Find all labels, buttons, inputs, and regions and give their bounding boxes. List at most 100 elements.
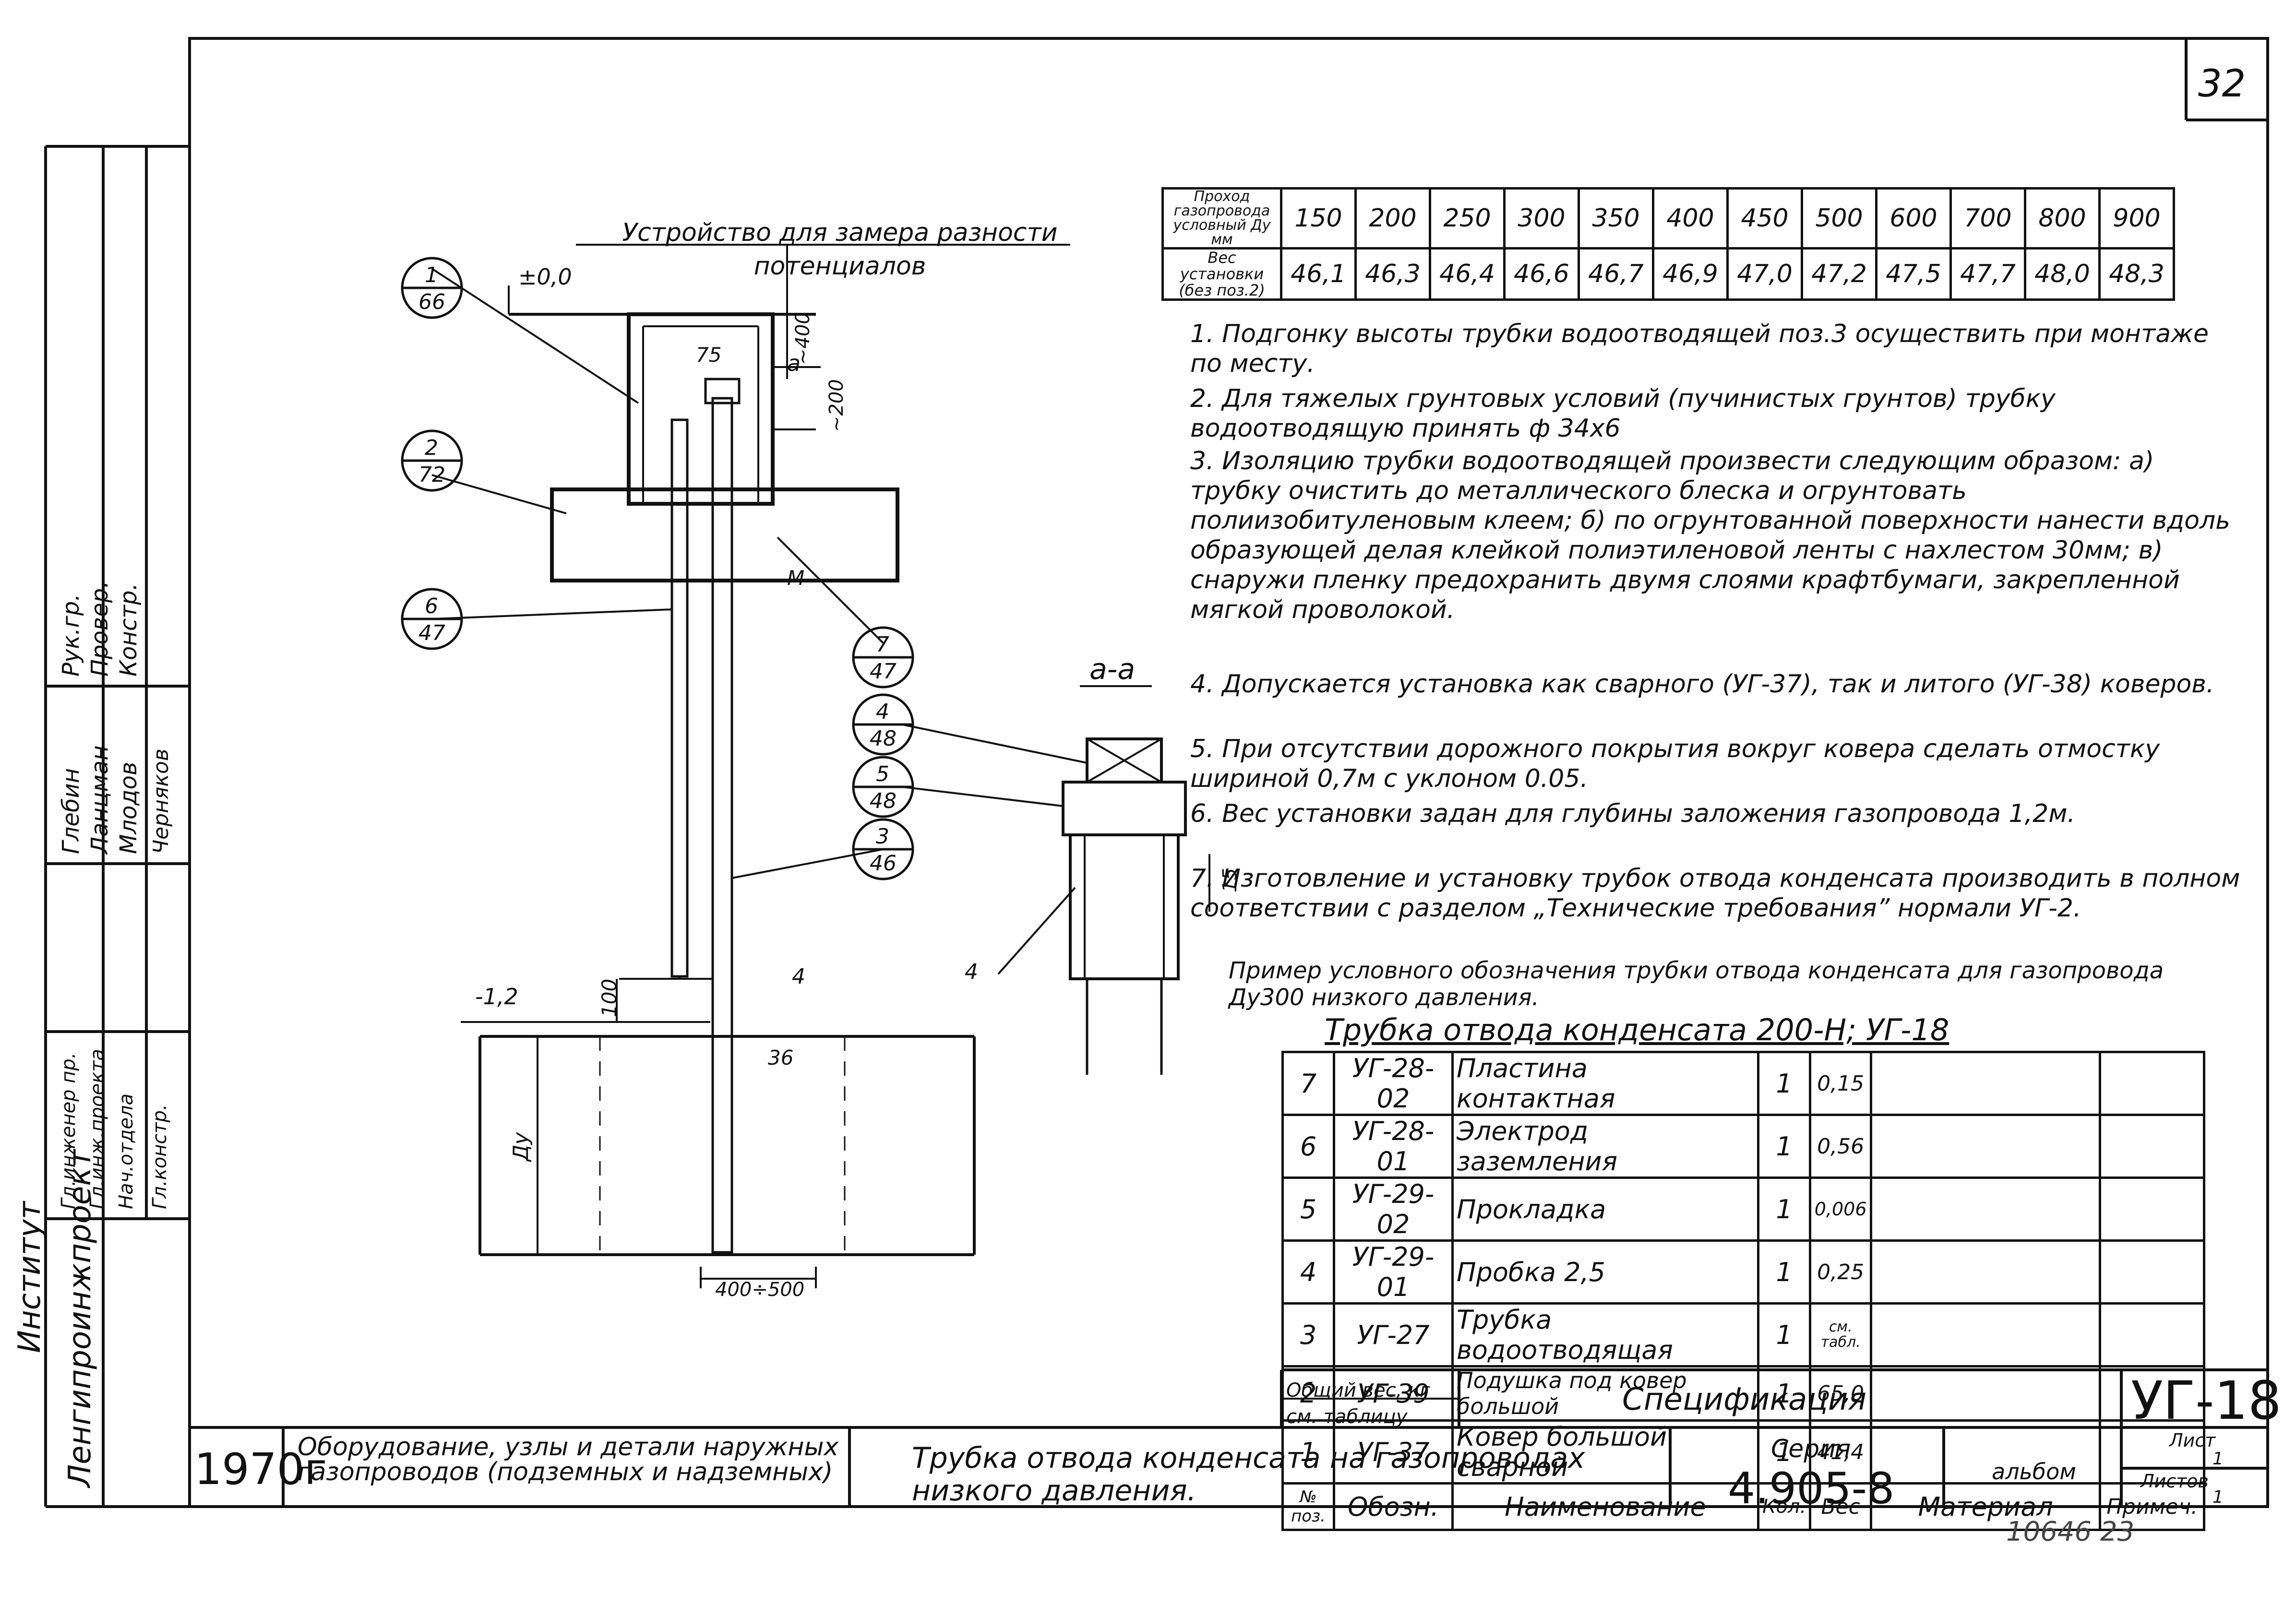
spec-row: 6 УГ-28-01 Электрод заземления 1 0,56: [1281, 1114, 2206, 1179]
diameter-weight-table: Проход газопровода условный Ду мм 150 20…: [1161, 187, 2175, 301]
spec-head-name: Наименование: [1451, 1482, 1759, 1531]
name-4: Черняков: [149, 749, 173, 854]
weight-cell: 46,9: [1652, 247, 1729, 301]
note-5: 5. При отсутствии дорожного покрытия вок…: [1190, 735, 2160, 793]
device-label: Устройство для замера разности потенциал…: [622, 218, 1058, 281]
weight-row-label: Вес установки (без поз.2): [1161, 247, 1282, 301]
spec-material: [1870, 1419, 2102, 1485]
spec-code: УГ-39: [1333, 1365, 1454, 1422]
spec-material: [1870, 1051, 2102, 1116]
spec-head-weight: Вес: [1809, 1482, 1873, 1531]
spec-name: Пробка 2,5: [1451, 1239, 1759, 1305]
note-1: 1. Подгонку высоты трубки водоотводящей …: [1190, 320, 2209, 378]
spec-name: Ковер большой сварной: [1451, 1419, 1759, 1485]
diameter-cell: 350: [1578, 187, 1654, 250]
spec-title: Спецификация: [1622, 1382, 1866, 1417]
spec-weight: 0,56: [1809, 1114, 1873, 1179]
spec-row: 5 УГ-29-02 Прокладка 1 0,006: [1281, 1176, 2206, 1242]
spec-row: 4 УГ-29-01 Пробка 2,5 1 0,25: [1281, 1239, 2206, 1305]
weight-cell: 46,3: [1354, 247, 1431, 301]
spec-head-pos: № поз.: [1281, 1482, 1335, 1531]
spec-pos: 1: [1281, 1419, 1335, 1485]
leader-2: [431, 474, 567, 514]
callout-5-bottom: 48: [870, 789, 897, 813]
spec-code: УГ-28-01: [1333, 1114, 1454, 1179]
section-body: [1062, 781, 1187, 836]
weight-row: Вес установки (без поз.2) 46,1 46,3 46,4…: [1161, 247, 2175, 301]
leader-7: [777, 536, 884, 644]
diameter-cell: 450: [1726, 187, 1803, 250]
sheets-label: Листов: [2141, 1471, 2209, 1492]
total-weight-label: Общий вес, кг: [1286, 1379, 1430, 1402]
spec-pos: 4: [1281, 1239, 1335, 1305]
sheet-label: Лист: [2169, 1430, 2216, 1451]
spec-note: [2099, 1302, 2206, 1367]
weight-cell: 48,0: [2024, 247, 2101, 301]
see-table-label: см. таблицу: [1286, 1406, 1408, 1428]
callout-2-top: 2: [425, 436, 438, 460]
dim-200: ~200: [825, 379, 848, 432]
diameter-cell: 500: [1801, 187, 1877, 250]
spec-material: [1870, 1176, 2102, 1242]
callout-2-bottom: 72: [419, 463, 445, 487]
spec-row: 1 УГ-37 Ковер большой сварной 1 41,4: [1281, 1419, 2206, 1485]
name-2: Ланцман: [86, 745, 113, 854]
leader-4: [902, 724, 1088, 764]
leader-3: [731, 848, 884, 879]
note-7: 7. Изготовление и установку трубок отвод…: [1190, 864, 2240, 923]
weight-cell: 46,4: [1429, 247, 1506, 301]
spec-pos: 6: [1281, 1114, 1335, 1179]
diameter-cell: 150: [1280, 187, 1357, 250]
spec-note: [2099, 1365, 2206, 1422]
role2-2: Провер.: [86, 581, 113, 677]
spec-qty: 1: [1757, 1176, 1812, 1242]
diameter-row: Проход газопровода условный Ду мм 150 20…: [1161, 187, 2175, 250]
spec-material: [1870, 1302, 2102, 1367]
spec-weight: 0,006: [1809, 1176, 1873, 1242]
diameter-cell: 200: [1354, 187, 1431, 250]
callout-1-top: 1: [425, 263, 438, 287]
spec-qty: 1: [1757, 1302, 1812, 1367]
callout-5-top: 5: [876, 762, 889, 786]
callout-4-bottom: 48: [870, 726, 897, 751]
spec-material: [1870, 1365, 2102, 1422]
sheet-title: Трубка отвода конденсата на газопроводах…: [912, 1441, 1585, 1508]
weight-cell: 47,5: [1875, 247, 1952, 301]
spec-header-row: № поз. Обозн. Наименование Кол. Вес Мате…: [1281, 1482, 2206, 1531]
institute-label: Институт: [12, 1201, 48, 1353]
example-designation: Трубка отвода конденсата 200-Н; УГ-18: [1325, 1012, 1949, 1047]
spec-code: УГ-29-01: [1333, 1239, 1454, 1305]
weld-4-section: 4: [965, 960, 978, 984]
weight-cell: 47,7: [1949, 247, 2026, 301]
specification-table: 7 УГ-28-02 Пластина контактная 1 0,15 6 …: [1281, 1051, 2206, 1531]
drain-pipe: [711, 397, 733, 1254]
weight-cell: 48,3: [2098, 247, 2175, 301]
role2-1: Рук.гр.: [58, 594, 84, 677]
sheet-frame: [188, 37, 2269, 1508]
diameter-cell: 600: [1875, 187, 1952, 250]
callout-circles: [401, 257, 914, 880]
spec-name: Прокладка: [1451, 1176, 1759, 1242]
sheet-number: 32: [2198, 62, 2246, 106]
spec-weight: 65,0: [1809, 1365, 1873, 1422]
leader-weld: [997, 887, 1076, 975]
spec-note: [2099, 1419, 2206, 1485]
note-2: 2. Для тяжелых грунтовых условий (пучини…: [1190, 384, 2056, 443]
collection-title: Оборудование, узлы и детали наружных газ…: [298, 1433, 839, 1486]
spec-weight: 41,4: [1809, 1419, 1873, 1485]
role-2: Гл.инж.проекта: [86, 1048, 108, 1209]
section-label: а-а: [1089, 653, 1136, 686]
spec-pos: 3: [1281, 1302, 1335, 1367]
weight-cell: 46,7: [1578, 247, 1654, 301]
weight-cell: 47,2: [1801, 247, 1877, 301]
spec-weight: 0,15: [1809, 1051, 1873, 1116]
spec-name: Электрод заземления: [1451, 1114, 1759, 1179]
dim-100: 100: [598, 978, 621, 1017]
spec-name: Пластина контактная: [1451, 1051, 1759, 1116]
spec-note: [2099, 1239, 2206, 1305]
pipe-plug: [704, 378, 741, 404]
spec-name: Трубка водоотводящая: [1451, 1302, 1759, 1367]
year: 1970г: [194, 1444, 327, 1495]
spec-code: УГ-28-02: [1333, 1051, 1454, 1116]
spec-code: УГ-29-02: [1333, 1176, 1454, 1242]
